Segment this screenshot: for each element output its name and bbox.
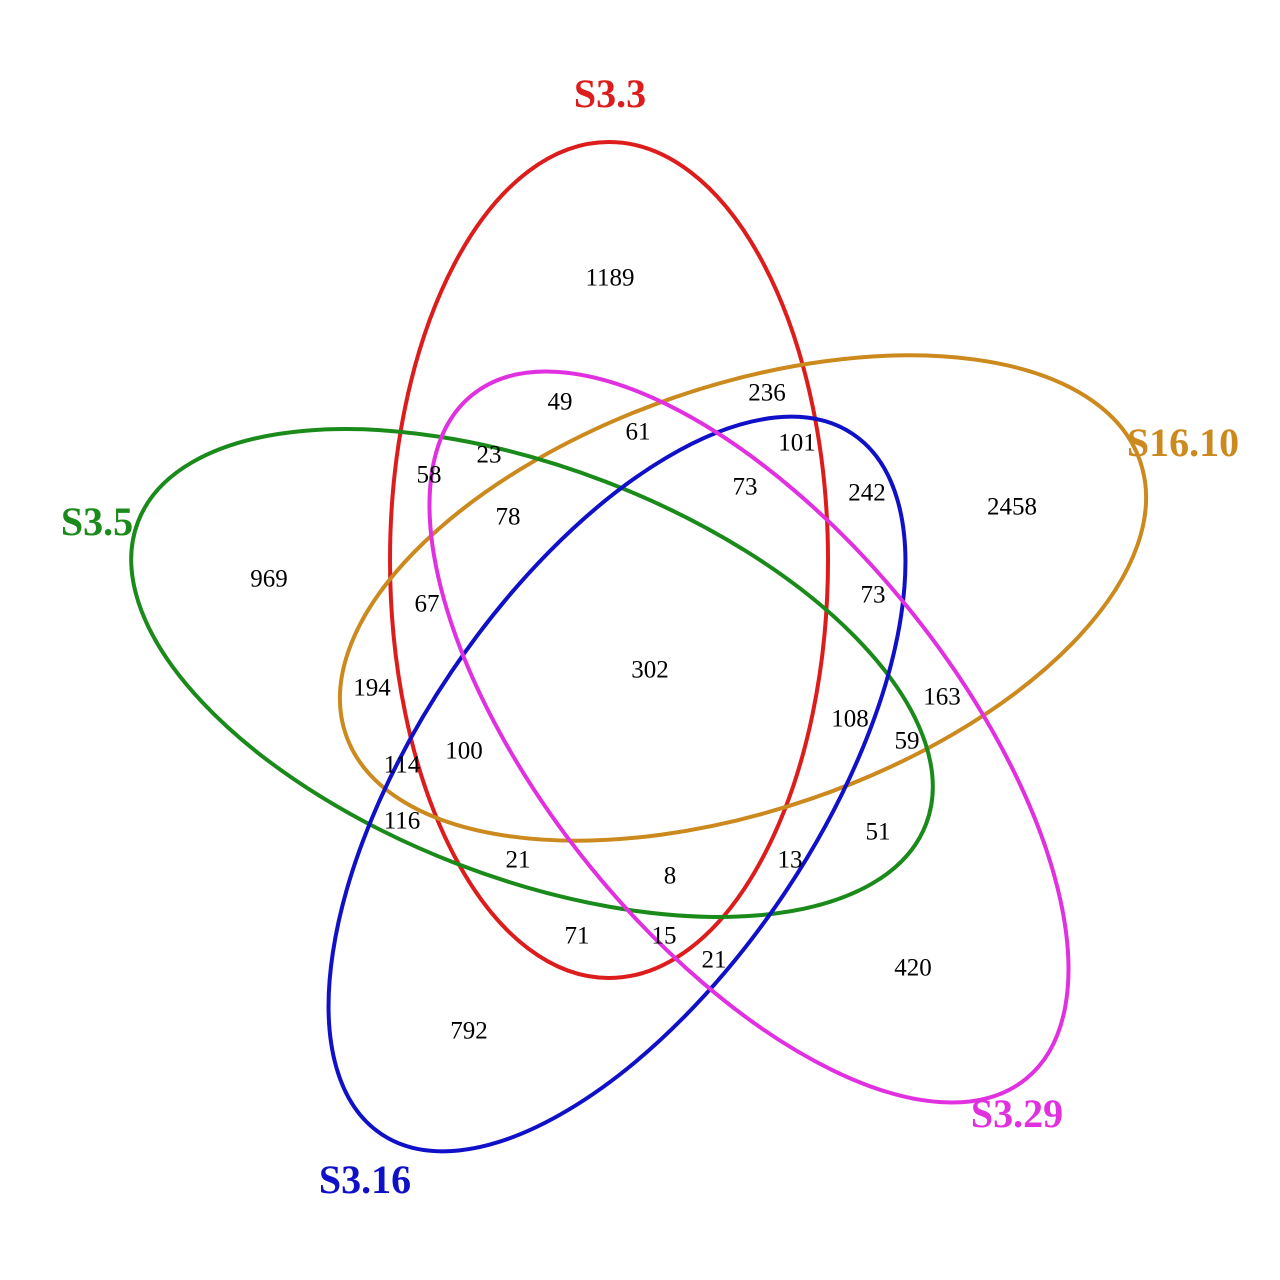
region-count: 21 — [702, 947, 727, 974]
set-label-s3-29: S3.29 — [971, 1091, 1063, 1136]
set-ellipse-s3-3 — [388, 140, 830, 980]
set-label-s3-5: S3.5 — [61, 499, 133, 544]
region-count: 302 — [631, 657, 669, 684]
set-ellipse-s3-5 — [129, 427, 935, 919]
region-count: 51 — [866, 819, 891, 846]
region-count: 73 — [861, 582, 886, 609]
region-count: 67 — [415, 591, 440, 618]
region-count: 13 — [778, 847, 803, 874]
region-count: 71 — [565, 923, 590, 950]
region-count: 58 — [417, 462, 442, 489]
region-count: 23 — [477, 442, 502, 469]
region-count: 73 — [733, 474, 758, 501]
region-count: 100 — [445, 738, 483, 765]
set-ellipse-s16-10 — [337, 353, 1149, 843]
region-count: 21 — [506, 847, 531, 874]
region-count: 78 — [496, 504, 521, 531]
region-count: 114 — [384, 752, 421, 779]
region-count: 49 — [548, 389, 573, 416]
set-label-s3-16: S3.16 — [319, 1157, 411, 1202]
region-count: 116 — [384, 808, 421, 835]
region-count: 59 — [895, 728, 920, 755]
region-count: 242 — [848, 480, 886, 507]
region-count: 61 — [626, 419, 651, 446]
region-count: 420 — [894, 955, 932, 982]
region-count: 792 — [450, 1018, 488, 1045]
region-count: 1189 — [585, 265, 634, 292]
region-count: 2458 — [987, 494, 1037, 521]
set-ellipse-s3-29 — [427, 369, 1071, 1105]
region-count: 236 — [748, 380, 786, 407]
region-count: 163 — [923, 684, 961, 711]
set-ellipse-s3-16 — [326, 414, 908, 1154]
set-label-s16-10: S16.10 — [1127, 420, 1239, 465]
region-count: 101 — [778, 430, 816, 457]
region-count: 8 — [664, 863, 677, 890]
region-count: 969 — [250, 566, 288, 593]
region-count: 108 — [831, 706, 869, 733]
set-label-s3-3: S3.3 — [574, 71, 646, 116]
region-count: 15 — [652, 923, 677, 950]
region-count: 194 — [353, 675, 391, 702]
